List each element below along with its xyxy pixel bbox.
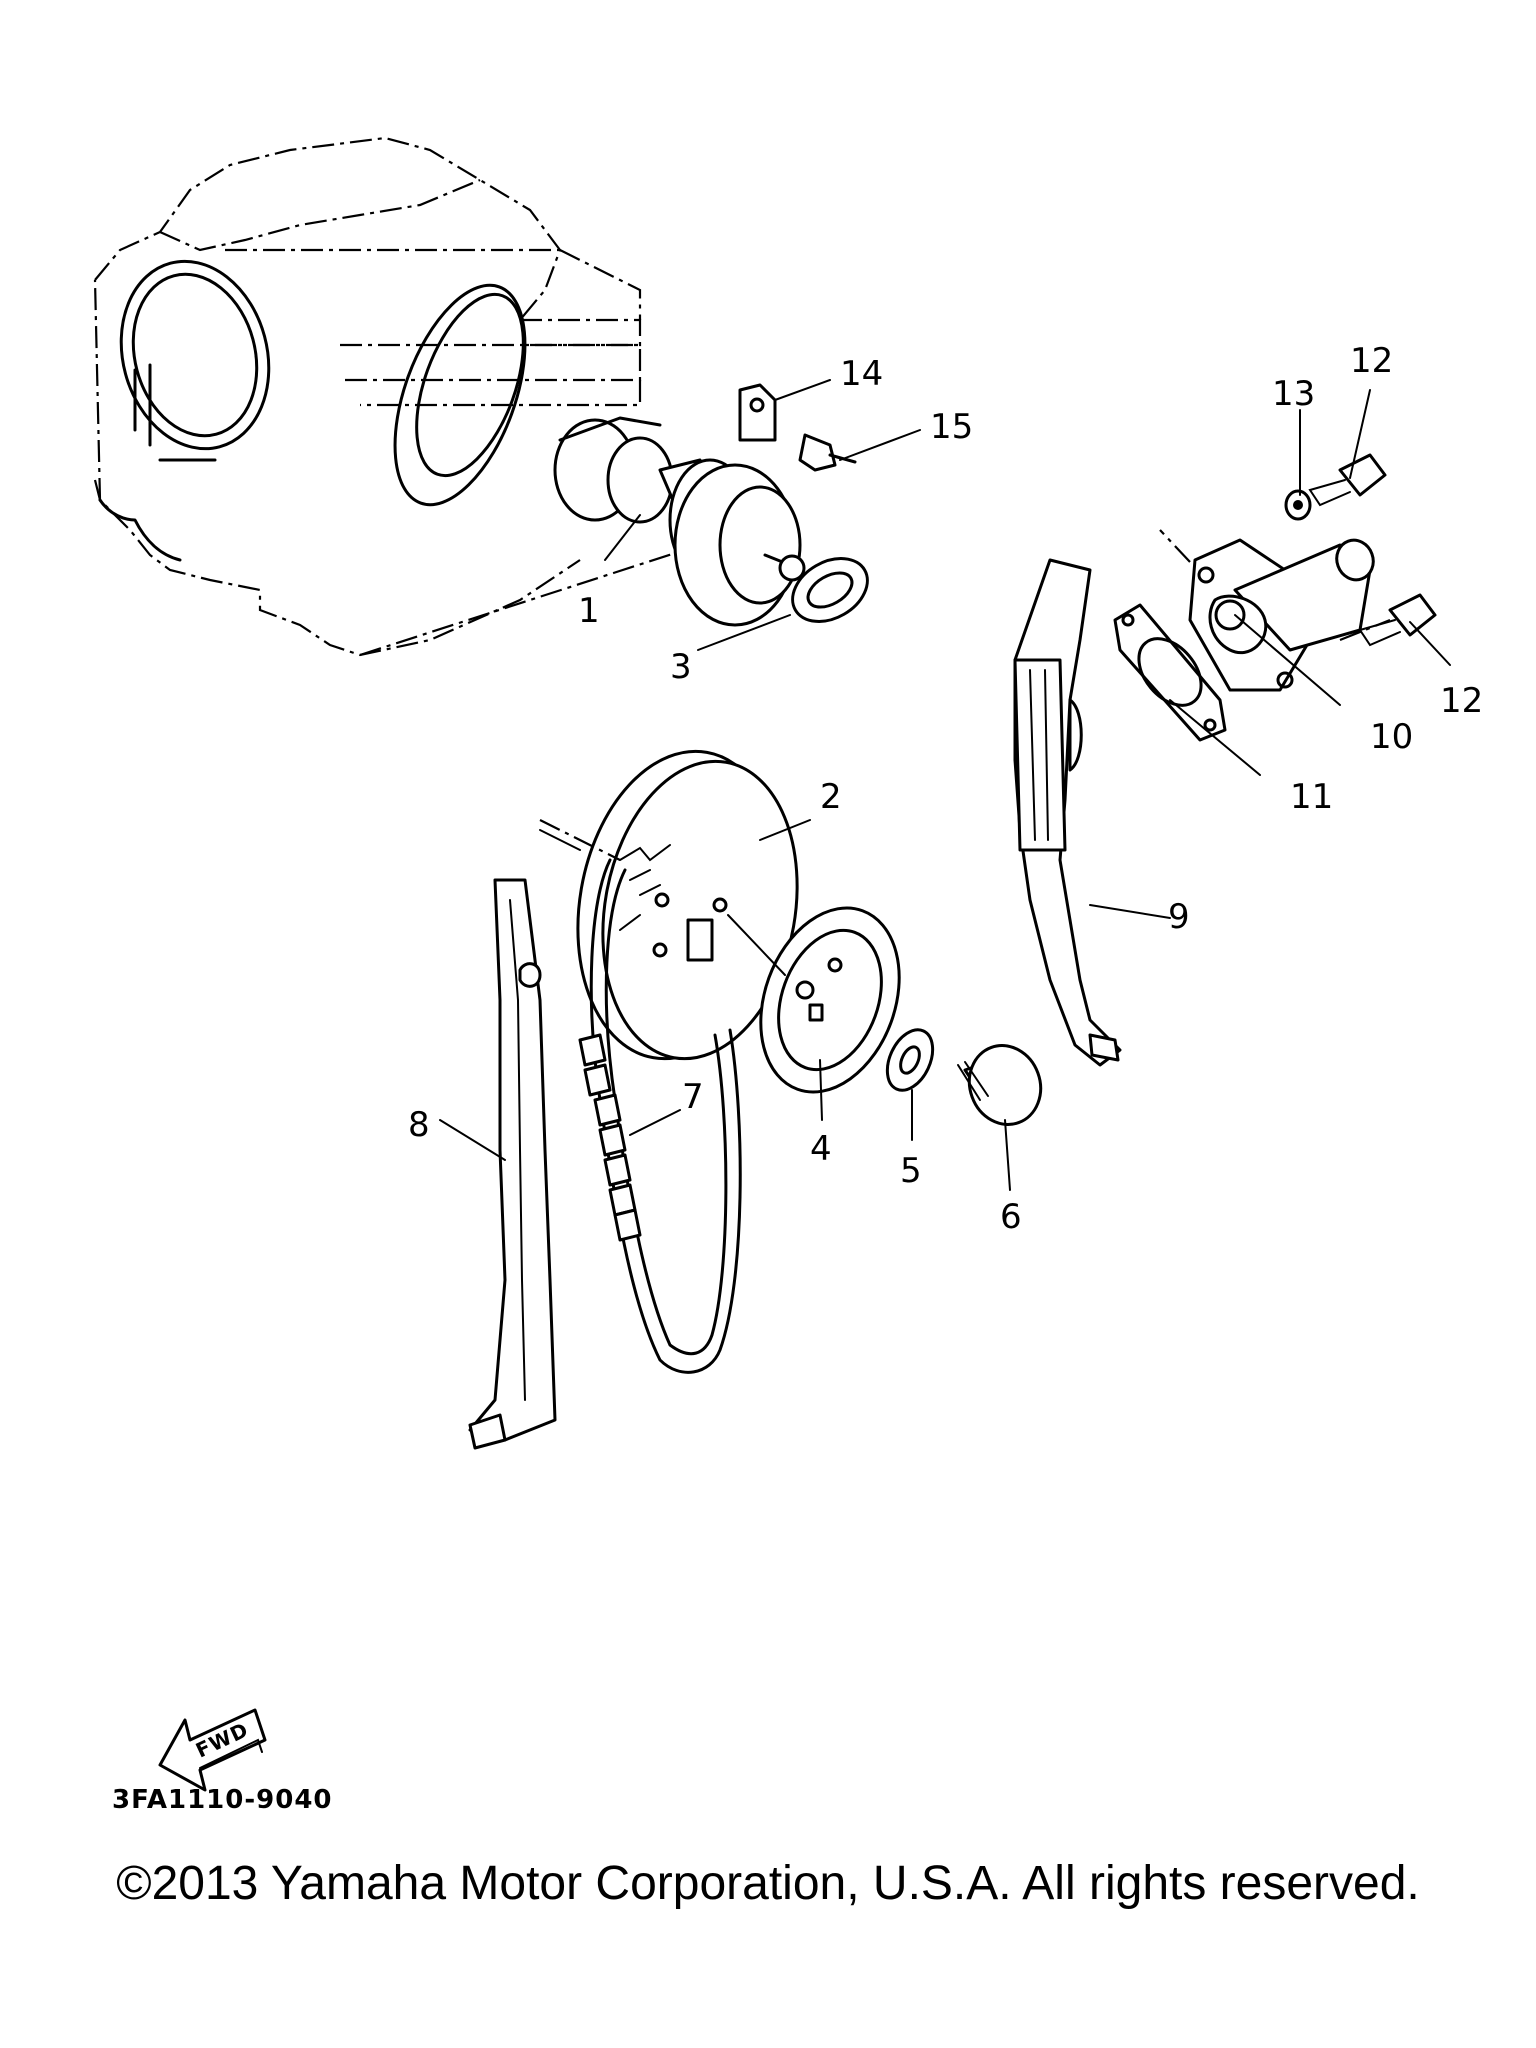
callout-10: 10 [1370, 717, 1413, 757]
callout-11: 11 [1290, 777, 1333, 817]
callout-5: 5 [900, 1151, 922, 1191]
bolt-6 [957, 1044, 1043, 1126]
cam-bore [98, 259, 527, 562]
callout-3: 3 [670, 647, 692, 687]
copyright-notice: ©2013 Yamaha Motor Corporation, U.S.A. A… [116, 1857, 1420, 1910]
callout-4: 4 [810, 1129, 832, 1169]
leader-lines [439, 379, 1451, 1191]
bracket [738, 383, 777, 442]
callout-8: 8 [408, 1105, 430, 1145]
bolt-15 [798, 433, 857, 472]
washer-13 [1284, 489, 1312, 521]
tensioner-gasket [1113, 603, 1227, 742]
callout-6: 6 [1000, 1197, 1022, 1237]
cam-sprocket [576, 749, 799, 1061]
callout-labels: 1 2 3 4 5 6 7 8 9 10 11 12 12 13 14 15 [408, 341, 1483, 1237]
bolt-12-upper [1308, 453, 1387, 507]
cylinder-head-outline [93, 136, 701, 657]
callout-14: 14 [840, 354, 883, 394]
callout-15: 15 [930, 407, 973, 447]
chain-guide-9 [1013, 558, 1122, 1067]
retaining-ring [791, 557, 869, 623]
callout-2: 2 [820, 777, 842, 817]
chain-guide-8 [468, 878, 557, 1450]
callout-12-lower: 12 [1440, 681, 1483, 721]
washer [885, 1028, 935, 1092]
fwd-arrow-icon: FWD [158, 1708, 267, 1792]
sprocket-plate [727, 906, 901, 1094]
cam-chain [578, 858, 742, 1374]
callout-7: 7 [682, 1077, 704, 1117]
camshaft [553, 416, 806, 627]
bolt-12-lower [1358, 593, 1437, 647]
callout-1: 1 [578, 591, 600, 631]
callout-9: 9 [1168, 897, 1190, 937]
drawing-code: 3FA1110-9040 [112, 1785, 333, 1815]
callout-13: 13 [1272, 374, 1315, 414]
callout-12-upper: 12 [1350, 341, 1393, 381]
